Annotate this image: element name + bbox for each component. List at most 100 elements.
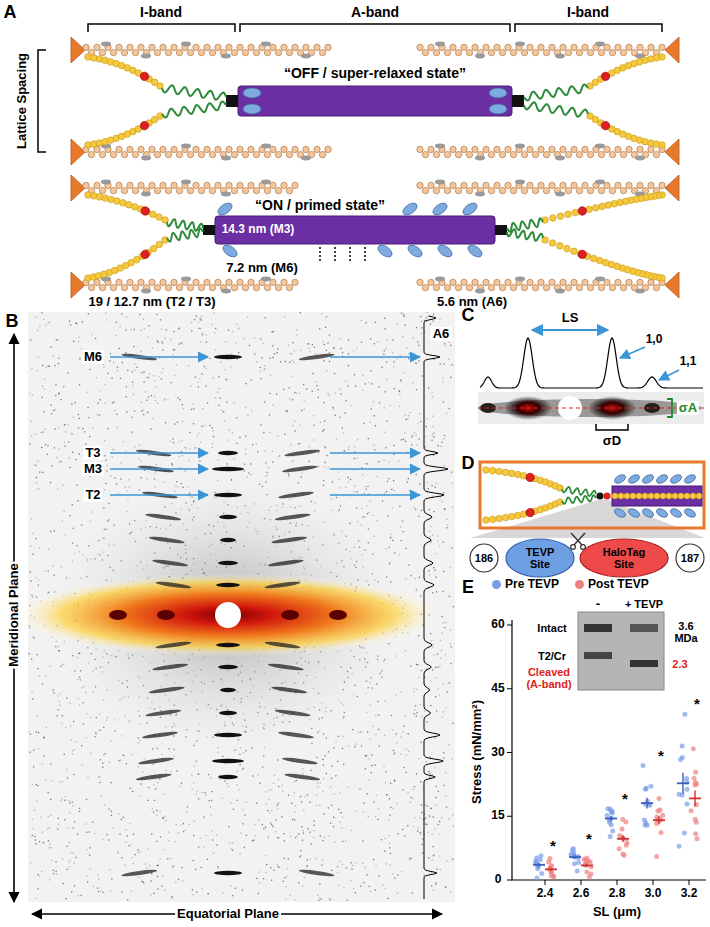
noise-speck	[347, 481, 348, 482]
actin-bead	[499, 187, 505, 193]
noise-speck	[421, 321, 422, 322]
noise-speck	[140, 351, 141, 352]
noise-speck	[228, 429, 229, 430]
noise-speck	[152, 347, 153, 348]
noise-speck	[50, 799, 51, 800]
actin-bead	[319, 49, 325, 55]
actin-bead	[653, 151, 659, 157]
noise-speck	[138, 849, 139, 850]
noise-speck	[122, 362, 123, 363]
noise-speck	[212, 427, 213, 428]
noise-speck	[47, 828, 48, 829]
actin-bead	[176, 49, 182, 55]
noise-speck	[385, 391, 386, 392]
noise-speck	[348, 340, 349, 341]
noise-speck	[41, 764, 42, 765]
noise-speck	[202, 408, 203, 409]
noise-speck	[74, 774, 75, 775]
actin-bead	[248, 146, 254, 152]
actin-bead	[138, 182, 144, 188]
noise-speck	[49, 879, 50, 880]
noise-speck	[266, 864, 267, 865]
noise-speck	[47, 454, 48, 455]
noise-speck	[397, 324, 398, 325]
noise-speck	[193, 423, 194, 424]
noise-speck	[292, 399, 293, 400]
noise-speck	[173, 442, 174, 443]
troponin	[221, 192, 231, 197]
noise-speck	[145, 391, 146, 392]
noise-speck	[35, 538, 36, 539]
noise-speck	[200, 341, 201, 342]
noise-speck	[393, 454, 394, 455]
noise-speck	[451, 646, 452, 647]
actin-bead	[198, 284, 204, 290]
noise-speck	[344, 450, 345, 451]
actin-bead	[193, 44, 199, 50]
noise-speck	[357, 439, 358, 440]
actin-bead	[171, 182, 177, 188]
troponin	[555, 156, 565, 161]
actin-bead	[281, 182, 287, 188]
noise-speck	[75, 402, 76, 403]
actin-bead	[171, 146, 177, 152]
actin-bead	[615, 44, 621, 50]
noise-speck	[205, 794, 206, 795]
myosin-head	[436, 243, 454, 260]
noise-speck	[67, 869, 68, 870]
noise-speck	[331, 766, 332, 767]
actin-bead	[527, 279, 533, 285]
noise-speck	[450, 663, 451, 664]
noise-speck	[295, 430, 296, 431]
noise-speck	[236, 324, 237, 325]
noise-speck	[39, 472, 40, 473]
noise-speck	[435, 577, 436, 578]
noise-speck	[399, 391, 400, 392]
actin-bead	[527, 182, 533, 188]
noise-speck	[288, 795, 289, 796]
noise-speck	[200, 442, 201, 443]
noise-speck	[410, 858, 411, 859]
actin-bead	[83, 44, 89, 50]
noise-speck	[294, 792, 295, 793]
noise-speck	[273, 783, 274, 784]
troponin	[261, 180, 271, 185]
noise-speck	[300, 796, 301, 797]
noise-speck	[346, 867, 347, 868]
noise-speck	[404, 835, 405, 836]
noise-speck	[278, 779, 279, 780]
actin-bead	[198, 187, 204, 193]
noise-speck	[398, 390, 399, 391]
noise-speck	[446, 519, 447, 520]
actin-bead	[505, 44, 511, 50]
noise-speck	[75, 459, 76, 460]
noise-speck	[378, 386, 379, 387]
noise-speck	[36, 482, 37, 483]
noise-speck	[396, 733, 397, 734]
noise-speck	[183, 408, 184, 409]
noise-speck	[242, 809, 243, 810]
noise-speck	[407, 348, 408, 349]
noise-speck	[79, 808, 80, 809]
noise-speck	[407, 418, 408, 419]
noise-speck	[79, 384, 80, 385]
noise-speck	[32, 818, 33, 819]
noise-speck	[389, 814, 390, 815]
actin-bead	[549, 279, 555, 285]
actin-bead	[325, 44, 331, 50]
noise-speck	[416, 712, 417, 713]
noise-speck	[86, 875, 87, 876]
actin-bead	[549, 182, 555, 188]
troponin	[141, 54, 151, 59]
noise-speck	[44, 388, 45, 389]
noise-speck	[36, 477, 37, 478]
actin-bead	[187, 187, 193, 193]
noise-speck	[399, 394, 400, 395]
noise-speck	[68, 442, 69, 443]
noise-speck	[102, 762, 103, 763]
noise-speck	[49, 827, 50, 828]
actin-bead	[127, 182, 133, 188]
noise-speck	[444, 435, 445, 436]
troponin	[435, 180, 445, 185]
troponin	[635, 289, 645, 294]
